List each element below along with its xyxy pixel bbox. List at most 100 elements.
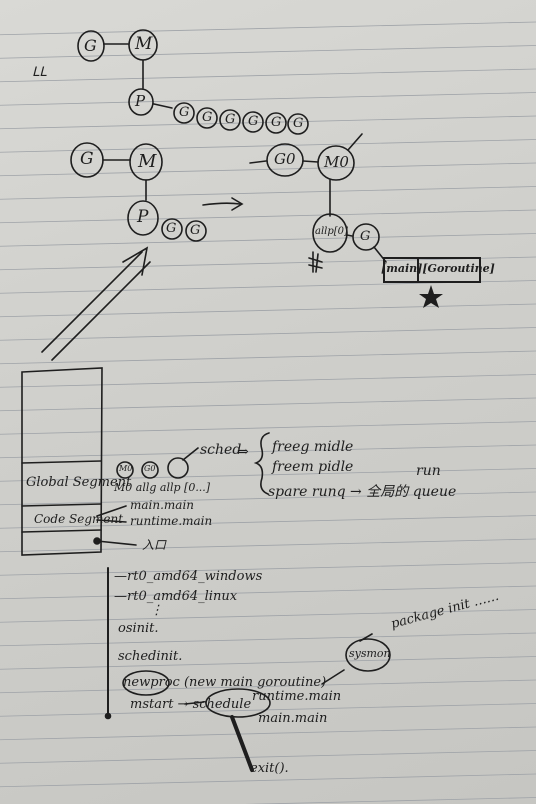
g0-small-circle — [141, 461, 159, 479]
startup-step: osinit. — [118, 621, 159, 636]
mstart-arrow — [184, 701, 205, 705]
memory-box — [21, 367, 103, 556]
allp-hatch — [308, 257, 323, 269]
queue-g-circle — [196, 107, 218, 129]
g-label-right: G — [360, 229, 371, 244]
memory-divider — [21, 460, 102, 464]
ruled-line — [0, 327, 536, 341]
ruled-line — [0, 562, 536, 576]
ruled-line — [0, 233, 536, 247]
allp-hatch — [312, 251, 319, 273]
ruled-line — [0, 303, 536, 318]
queue-g-circle — [161, 218, 183, 240]
queue-g-circle — [185, 220, 207, 242]
sched-line: freem pidle — [272, 459, 354, 475]
startup-step: —rt0_amd64_windows — [114, 569, 263, 584]
allp-g-link — [346, 234, 353, 237]
ruled-line — [0, 421, 536, 435]
queue-g-label: G — [179, 105, 190, 120]
side-mark: ꓡꓡ — [32, 65, 47, 80]
runtime-main-label: runtime.main — [252, 689, 342, 704]
ruled-line — [0, 397, 536, 412]
ruled-line — [0, 444, 536, 459]
entry-arrow — [96, 540, 137, 546]
ruled-line — [0, 256, 536, 271]
main-main-arrow — [96, 505, 127, 517]
queue-g-label: G — [202, 110, 213, 125]
ruled-line — [0, 515, 536, 529]
timeline-end-dot — [104, 712, 112, 720]
ruled-line — [0, 209, 536, 224]
memory-divider — [21, 529, 102, 533]
g0-label: G0 — [274, 150, 296, 168]
m-label-top: M — [135, 34, 153, 54]
newproc-circle — [122, 670, 170, 696]
ruled-line — [0, 186, 536, 200]
ruled-line — [0, 21, 536, 36]
p-label-mid: P — [137, 207, 149, 227]
schedule-thick-line — [230, 715, 254, 772]
p-label-top: P — [135, 92, 146, 110]
startup-step: mstart → schedule — [130, 697, 252, 712]
p-queue-arrow-top — [153, 103, 173, 109]
p-circle-top — [128, 88, 154, 116]
transition-arrow — [202, 202, 241, 206]
g-circle-top — [77, 30, 105, 62]
queue-g-label: G — [271, 115, 282, 130]
sched-label: sched — [200, 442, 242, 458]
memory-row: M0 allg allp [0...] — [114, 481, 211, 494]
queue-g-circle — [287, 113, 309, 135]
queue-g-label: G — [248, 114, 259, 129]
schedule-circle — [205, 688, 271, 718]
global-segment-label: Global Segment — [26, 475, 132, 490]
star-icon — [419, 285, 443, 308]
m0-label: M0 — [324, 153, 349, 171]
ruled-line — [0, 585, 536, 600]
memory-arrow-right — [51, 261, 151, 361]
ruled-line — [0, 45, 536, 59]
g0-small-label: G0 — [144, 464, 156, 473]
g-label-mid: G — [80, 149, 94, 169]
memory-divider — [21, 503, 102, 507]
ruled-line — [0, 656, 536, 670]
p-circle-mid — [127, 200, 159, 236]
code-segment-label: Code Segment — [34, 512, 124, 526]
ruled-line — [0, 139, 536, 153]
ruled-line — [0, 609, 536, 623]
ruled-line — [0, 750, 536, 764]
g-circle-right — [352, 223, 380, 251]
runtime-main-arrow — [96, 519, 127, 523]
sysmon-arrow — [321, 669, 345, 685]
run-label: run — [416, 463, 441, 479]
m-label-mid: M — [138, 151, 157, 172]
arrow-runtime-main: runtime.main — [130, 514, 213, 528]
goroutine-box — [417, 257, 481, 283]
allp-circle — [312, 213, 348, 253]
g0-circle — [266, 143, 304, 177]
queue-g-circle — [242, 111, 264, 133]
transition-arrowhead — [231, 197, 244, 211]
g-label-top: G — [84, 36, 97, 55]
queue-g-label: G — [293, 116, 304, 131]
sysmon-tick — [359, 633, 373, 642]
m0-small-label: M0 — [119, 464, 133, 473]
ruled-line — [0, 68, 536, 83]
queue-g-label: G — [166, 221, 177, 236]
queue-g-circle — [219, 109, 241, 131]
ruled-line — [0, 162, 536, 177]
main-goroutine-label: [main][Goroutine] — [381, 262, 495, 275]
m0-arrow — [347, 133, 363, 151]
memory-arrowhead — [122, 246, 149, 276]
sched-line: spare runq → 全局的 queue — [268, 484, 457, 500]
allp-label: allp[0] — [315, 226, 348, 237]
ruled-line — [0, 632, 536, 647]
sched-arrow-text: ⇒ — [237, 444, 249, 460]
queue-g-circle — [173, 102, 195, 124]
ruled-line — [0, 350, 536, 365]
ruled-line — [0, 726, 536, 741]
ruled-line — [0, 491, 536, 506]
memory-arrow-left — [41, 251, 143, 353]
ruled-line — [0, 115, 536, 130]
ruled-line — [245, 797, 536, 804]
